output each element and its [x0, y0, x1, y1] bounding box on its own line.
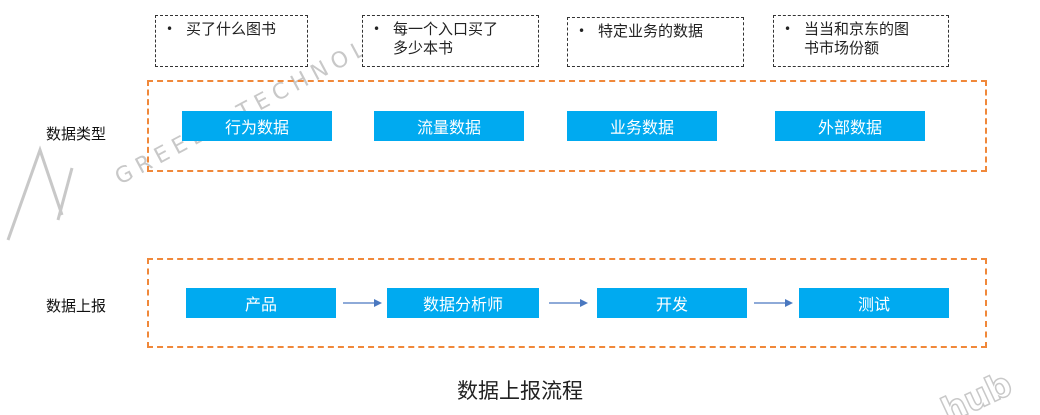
arrow-analyst-to-dev: [549, 297, 589, 309]
note-books-bought: • 买了什么图书: [155, 15, 308, 67]
arrow-product-to-analyst: [343, 297, 383, 309]
note-bullet: •: [784, 22, 792, 36]
note-bullet: •: [578, 24, 586, 38]
note-text: 当当和京东的图 书市场份额: [804, 20, 910, 57]
note-books-per-entry: • 每一个入口买了 多少本书: [362, 15, 539, 67]
group-data-types: [147, 80, 987, 172]
note-bullet: •: [166, 22, 174, 36]
chip-product: 产品: [186, 288, 336, 318]
chip-traffic-data: 流量数据: [374, 111, 524, 141]
group-reporting: [147, 258, 987, 348]
chip-development: 开发: [597, 288, 747, 318]
note-bullet: •: [373, 22, 381, 36]
chip-business-data: 业务数据: [567, 111, 717, 141]
diagram-caption: 数据上报流程: [457, 379, 583, 403]
note-text: 每一个入口买了 多少本书: [393, 20, 499, 57]
row-label-reporting: 数据上报: [46, 297, 107, 315]
row-label-data-types: 数据类型: [46, 125, 107, 143]
note-text: 特定业务的数据: [598, 22, 704, 40]
chip-data-analyst: 数据分析师: [387, 288, 539, 318]
note-text: 买了什么图书: [186, 20, 277, 38]
note-business-data: • 特定业务的数据: [567, 17, 744, 67]
chip-testing: 测试: [799, 288, 949, 318]
chip-behavior-data: 行为数据: [182, 111, 332, 141]
arrow-dev-to-test: [754, 297, 794, 309]
chip-external-data: 外部数据: [775, 111, 925, 141]
note-market-share: • 当当和京东的图 书市场份额: [773, 15, 949, 67]
